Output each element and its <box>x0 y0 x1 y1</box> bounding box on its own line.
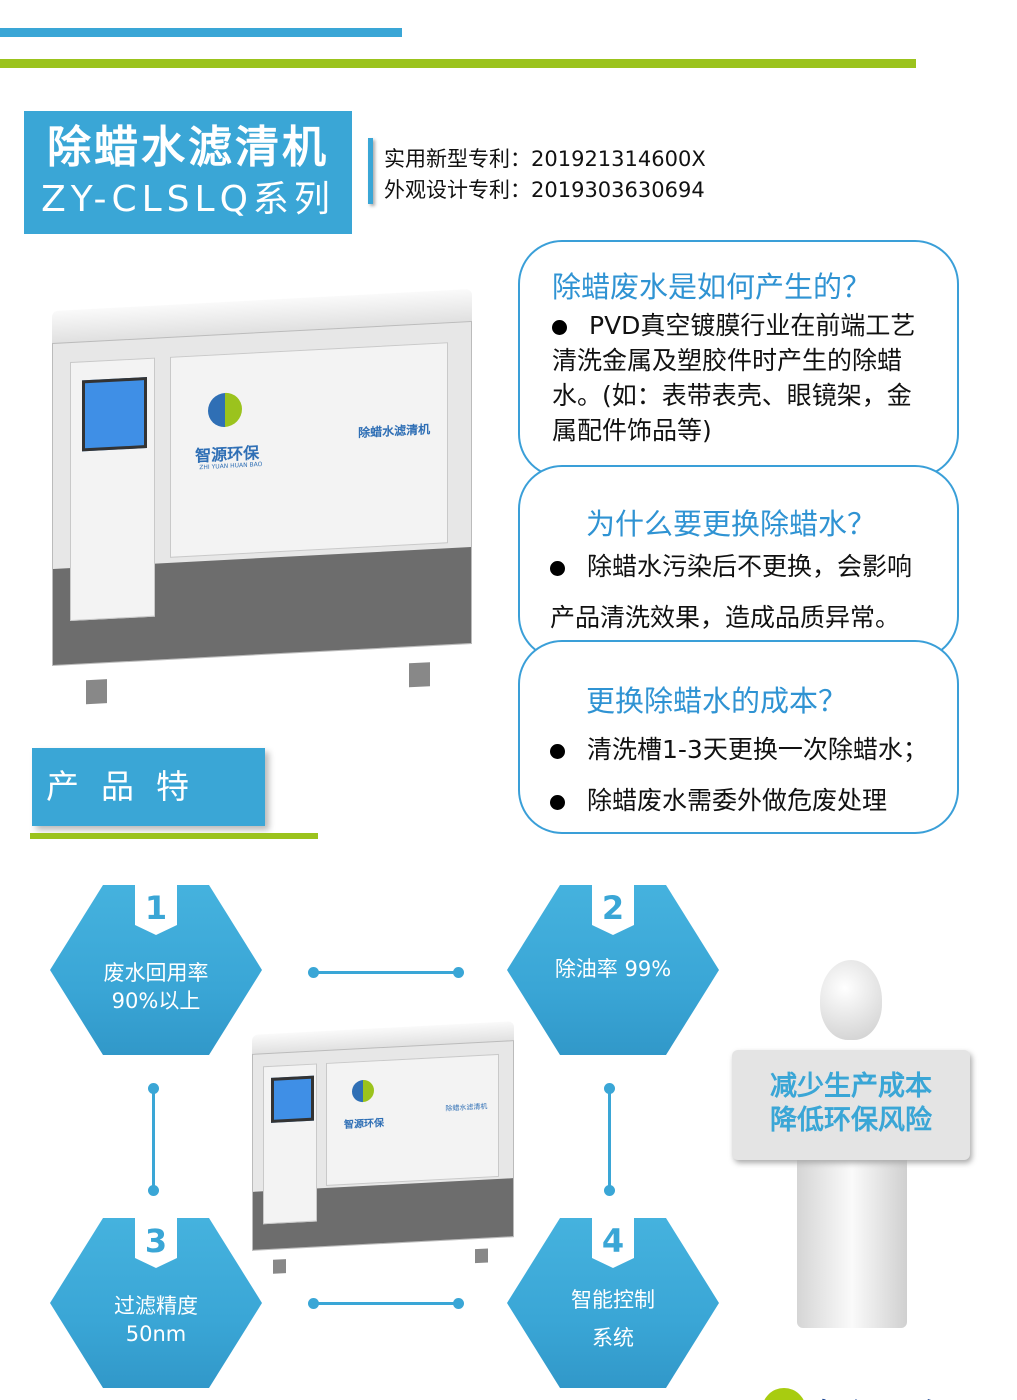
features-underline <box>30 833 318 839</box>
info-heading: 除蜡废水是如何产生的？ <box>552 270 872 304</box>
bullet-icon <box>550 794 565 810</box>
person-holding-sign: 减少生产成本 降低环保风险 <box>722 960 985 1328</box>
info-heading: 更换除蜡水的成本？ <box>586 684 848 718</box>
sign-board: 减少生产成本 降低环保风险 <box>732 1050 970 1160</box>
info-heading: 为什么要更换除蜡水？ <box>586 507 877 541</box>
top-green-bar <box>0 59 916 68</box>
product-title-box: 除蜡水滤清机 ZY-CLSLQ系列 <box>24 111 352 234</box>
info-box-origin: 除蜡废水是如何产生的？ PVD真空镀膜行业在前端工艺清洗金属及塑胶件时产生的除蜡… <box>518 240 959 478</box>
footer-logo-text: 智源环保 <box>818 1390 954 1400</box>
top-blue-bar <box>0 28 402 37</box>
machine-image: 智源环保 ZHI YUAN HUAN BAO 除蜡水滤清机 <box>52 288 472 706</box>
feature-hex-4: 4 智能控制 系统 <box>507 1218 719 1388</box>
patent-utility: 实用新型专利：201921314600X <box>384 147 706 171</box>
connector <box>313 971 459 974</box>
machine-screen <box>82 377 147 452</box>
bullet-icon <box>550 560 565 576</box>
connector <box>152 1088 155 1190</box>
bullet-icon <box>552 319 567 335</box>
feature-hex-1: 1 废水回用率 90%以上 <box>50 885 262 1055</box>
feature-hex-3: 3 过滤精度 50nm <box>50 1218 262 1388</box>
connector <box>608 1088 611 1190</box>
info-box-cost: 更换除蜡水的成本？ 清洗槽1-3天更换一次除蜡水； 除蜡废水需委外做危废处理 <box>518 640 959 834</box>
patent-design: 外观设计专利：2019303630694 <box>384 178 705 202</box>
product-series: ZY-CLSLQ系列 <box>41 179 335 220</box>
machine-image-small: 智源环保 除蜡水滤清机 <box>252 1021 514 1275</box>
patent-divider <box>368 138 373 204</box>
product-title: 除蜡水滤清机 <box>47 122 329 173</box>
connector <box>313 1302 459 1305</box>
bullet-icon <box>550 743 565 759</box>
features-title: 产品特点 <box>32 748 265 884</box>
logo-icon <box>762 1388 806 1400</box>
feature-hex-2: 2 除油率 99% <box>507 885 719 1055</box>
info-box-why: 为什么要更换除蜡水？ 除蜡水污染后不更换，会影响 产品清洗效果，造成品质异常。 <box>518 465 959 660</box>
